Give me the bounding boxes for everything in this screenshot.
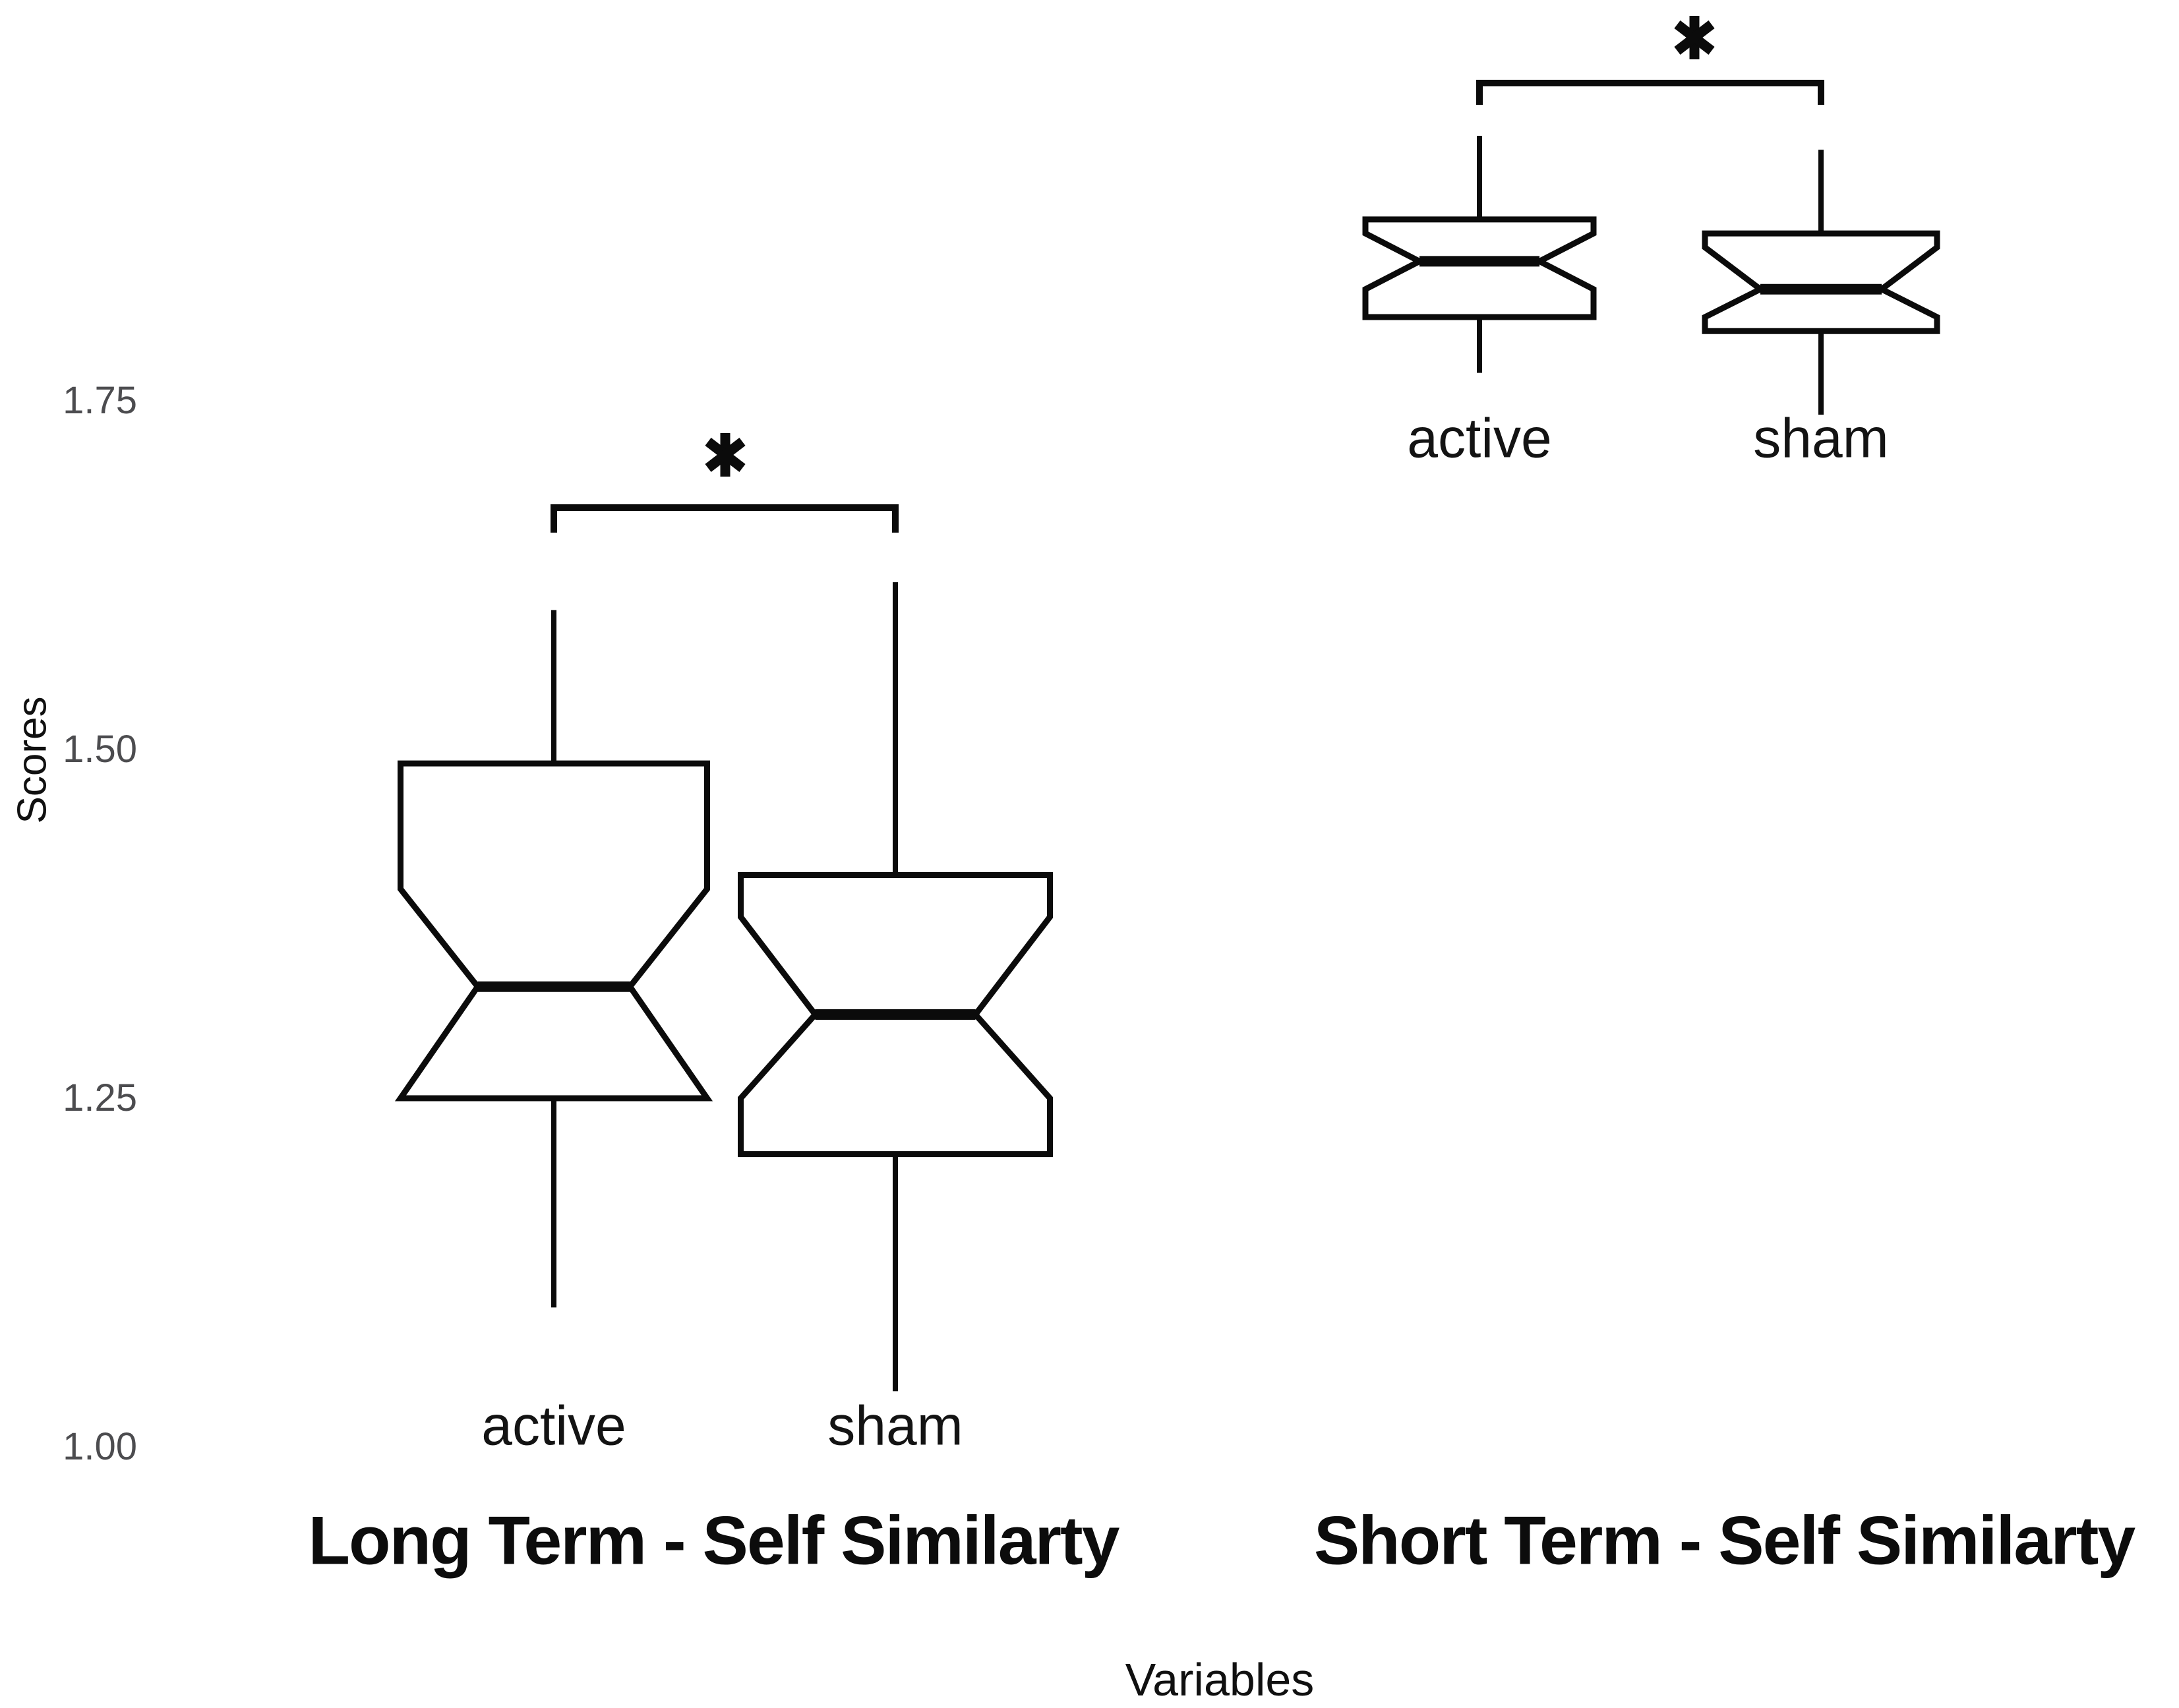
notched-box-longterm-active (394, 760, 713, 1102)
significance-asterisk-shortterm (1674, 16, 1715, 59)
asterisk-arm-2 (705, 438, 746, 472)
group-title-short-term: Short Term - Self Similarty (1313, 1502, 2135, 1579)
category-label-longterm-sham: sham (827, 1394, 963, 1457)
x-axis-title: Variables (1125, 1654, 1315, 1705)
category-label-shortterm-sham: sham (1753, 407, 1889, 469)
category-label-longterm-active: active (481, 1394, 626, 1457)
notched-box-shortterm-active (1362, 216, 1597, 320)
y-tick-label: 1.25 (63, 1076, 137, 1119)
asterisk-arm-2 (1674, 20, 1715, 55)
y-tick-label: 1.00 (63, 1425, 137, 1468)
y-tick-label: 1.75 (63, 379, 137, 422)
category-label-shortterm-active: active (1407, 407, 1552, 469)
group-title-long-term: Long Term - Self Similarty (308, 1502, 1120, 1579)
significance-bracket-shortterm (1476, 80, 1824, 105)
y-tick-label: 1.50 (63, 728, 137, 771)
notched-box-shortterm-sham (1702, 230, 1940, 334)
significance-asterisk-longterm (705, 433, 746, 477)
y-axis-title: Scores (9, 696, 55, 824)
significance-bracket-longterm (551, 504, 899, 533)
